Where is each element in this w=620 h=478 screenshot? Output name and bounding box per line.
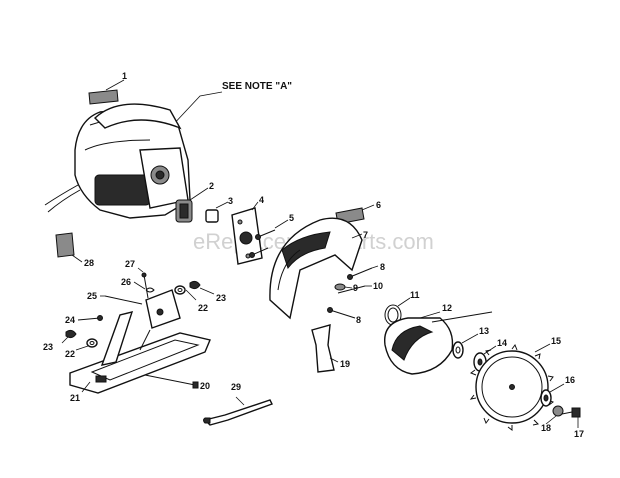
callout-8-lower: 8 (356, 315, 361, 325)
callout-29: 29 (231, 382, 241, 392)
note-callout: SEE NOTE "A" (169, 81, 292, 129)
part-15-saw-blade (469, 343, 555, 431)
callout-15: 15 (551, 336, 561, 346)
part-5-screws (249, 219, 289, 258)
part-24-screw (77, 315, 103, 321)
callout-25: 25 (87, 291, 97, 301)
part-12-lower-guard (384, 311, 493, 375)
part-20-bolt (144, 374, 199, 389)
part-1-label (88, 79, 125, 105)
callout-9: 9 (353, 283, 358, 293)
callout-11: 11 (410, 290, 420, 300)
part-17-18-bolt (545, 405, 581, 428)
callout-7: 7 (363, 230, 368, 240)
callout-21: 21 (70, 393, 80, 403)
part-25-26-27-hardware (100, 267, 155, 305)
callout-27: 27 (125, 259, 135, 269)
callout-18: 18 (541, 423, 551, 433)
part-22-23-lower (61, 329, 98, 351)
callout-8: 8 (380, 262, 385, 272)
callout-20: 20 (200, 381, 210, 391)
part-29-wrench (203, 396, 273, 426)
part-2-gear (175, 187, 209, 223)
part-21-base (69, 289, 211, 394)
callout-5: 5 (289, 213, 294, 223)
callout-12: 12 (442, 303, 452, 313)
part-3-bearing (205, 201, 229, 223)
callout-1: 1 (122, 71, 127, 81)
callout-26: 26 (121, 277, 131, 287)
callout-14: 14 (497, 338, 507, 348)
callout-2: 2 (209, 181, 214, 191)
callout-numbers: 1 2 3 4 5 6 7 8 9 10 11 12 13 14 15 16 1… (43, 71, 584, 439)
callout-28: 28 (84, 258, 94, 268)
part-19-label (311, 324, 339, 373)
callout-6: 6 (376, 200, 381, 210)
callout-24: 24 (65, 315, 75, 325)
callout-13: 13 (479, 326, 489, 336)
part-11-spring (384, 297, 411, 326)
callout-16: 16 (565, 375, 575, 385)
part-28-label (55, 232, 83, 263)
callout-17: 17 (574, 429, 584, 439)
callout-10: 10 (373, 281, 383, 291)
callout-23-lower: 23 (43, 342, 53, 352)
part-7-upper-guard (269, 217, 363, 320)
callout-4: 4 (259, 195, 264, 205)
part-8-9-10-hardware (327, 265, 379, 319)
callout-23-upper: 23 (216, 293, 226, 303)
part-16-outer-flange (540, 383, 565, 407)
callout-19: 19 (340, 359, 350, 369)
part-13-washer (452, 333, 479, 359)
part-22-23-upper (174, 280, 215, 301)
note-text: SEE NOTE "A" (222, 81, 292, 92)
part-4-plate (231, 201, 263, 265)
callout-22-lower: 22 (65, 349, 75, 359)
callout-22-upper: 22 (198, 303, 208, 313)
callout-3: 3 (228, 196, 233, 206)
motor-housing (44, 103, 191, 219)
